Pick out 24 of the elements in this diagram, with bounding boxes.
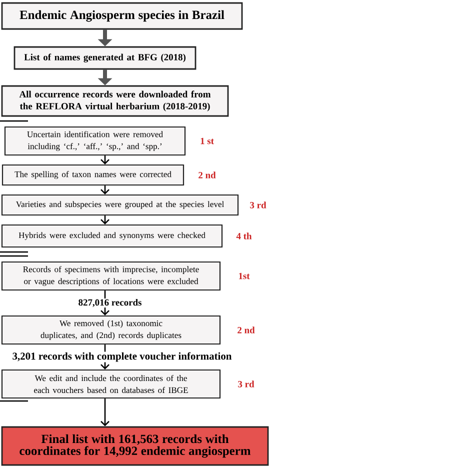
arrow: [100, 216, 110, 224]
process-box: The spelling of taxon names were corrected: [2, 164, 184, 186]
arrow: [100, 156, 110, 164]
process-box: We edit and include the coordinates of the each vouchers based on databases of IBGE: [1, 369, 221, 399]
arrow: [100, 186, 110, 194]
process-box: We removed (1st) taxonomic duplicates, and (2nd) records duplicates: [1, 315, 221, 345]
arrow: [100, 398, 110, 426]
process-box: All occurrence records were downloaded from the REFLORA virtual herbarium (2018-2019): [1, 85, 229, 117]
step-label: 2 nd: [198, 172, 216, 178]
step-label: 1st: [239, 272, 250, 280]
step-label: 4 th: [236, 232, 252, 240]
process-box: Records of specimens with imprecise, incomplete or vague descriptions of locations were excluded: [1, 261, 221, 291]
step-label: 1 st: [200, 138, 214, 144]
process-box: Hybrids were excluded and synonyms were checked: [1, 224, 223, 248]
process-box: List of names generated at BFG (2018): [14, 46, 196, 70]
process-box: Endemic Angiosperm species in Brazil: [1, 2, 243, 30]
process-box: Final list with 161,563 records with coordinates for 14,992 endemic angiosperm: [1, 426, 269, 466]
count-label: 3,201 records with complete voucher information: [12, 352, 232, 362]
step-label: 3 rd: [238, 380, 254, 388]
step-label: 3 rd: [250, 202, 266, 208]
process-box: Varieties and subspecies were grouped at the species level: [1, 194, 239, 216]
step-label: 2 nd: [238, 326, 255, 334]
process-box: Uncertain identification were removed including ‘cf.,’ ‘aff.,’ ‘sp.,’ and ‘spp.’: [4, 126, 186, 156]
count-label: 827,016 records: [78, 298, 142, 308]
